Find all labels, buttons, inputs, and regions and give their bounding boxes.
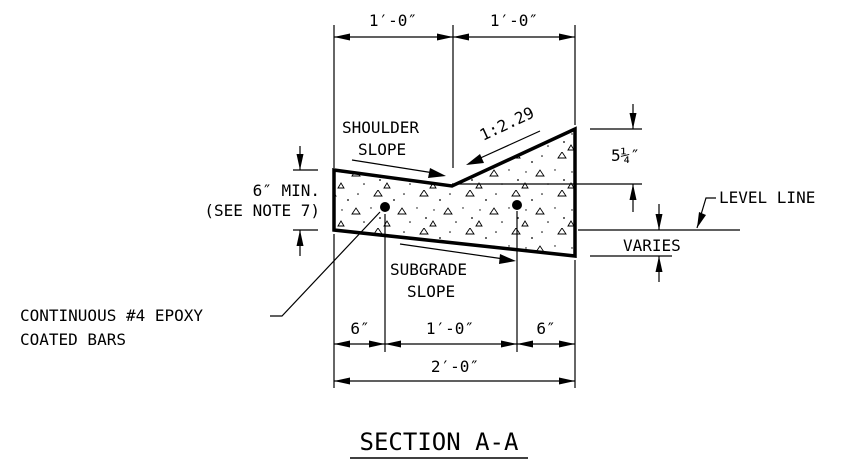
top-dimension bbox=[334, 33, 575, 41]
dim-top-right: 1′-0″ bbox=[490, 11, 538, 30]
label-shoulder: SHOULDER bbox=[342, 118, 419, 137]
label-subgrade: SUBGRADE bbox=[390, 260, 467, 279]
concrete-section bbox=[332, 126, 577, 258]
overall-dimension bbox=[334, 377, 575, 385]
label-bars-line1: CONTINUOUS #4 EPOXY bbox=[20, 306, 203, 325]
shoulder-leader bbox=[351, 159, 446, 178]
dim-right-rise: 5¼″ bbox=[611, 146, 640, 165]
label-subgrade-slope: SLOPE bbox=[407, 282, 455, 301]
dim-bottom-left: 6″ bbox=[350, 319, 369, 338]
varies-dimension bbox=[655, 204, 663, 282]
rebar-left bbox=[380, 202, 390, 212]
label-shoulder-slope: SLOPE bbox=[358, 140, 406, 159]
label-varies: VARIES bbox=[623, 236, 681, 255]
section-title: SECTION A-A bbox=[360, 428, 519, 456]
label-ratio: 1:2.29 bbox=[477, 103, 537, 145]
label-level-line: LEVEL LINE bbox=[719, 188, 815, 207]
ratio-leader bbox=[466, 130, 541, 165]
bottom-dimension bbox=[334, 340, 575, 348]
dim-left-min: 6″ MIN. bbox=[253, 181, 320, 200]
dim-top-left: 1′-0″ bbox=[369, 11, 417, 30]
bars-leader bbox=[270, 211, 381, 317]
left-min-dimension bbox=[296, 146, 304, 256]
level-line-leader bbox=[696, 197, 716, 229]
right-rise-dimension bbox=[629, 104, 637, 212]
dim-overall: 2′-0″ bbox=[431, 357, 479, 376]
rebar-right bbox=[512, 200, 522, 210]
dim-bottom-middle: 1′-0″ bbox=[426, 319, 474, 338]
label-bars-line2: COATED BARS bbox=[20, 330, 126, 349]
dim-left-note: (SEE NOTE 7) bbox=[204, 201, 320, 220]
subgrade-leader bbox=[399, 243, 516, 264]
dim-bottom-right: 6″ bbox=[536, 319, 555, 338]
